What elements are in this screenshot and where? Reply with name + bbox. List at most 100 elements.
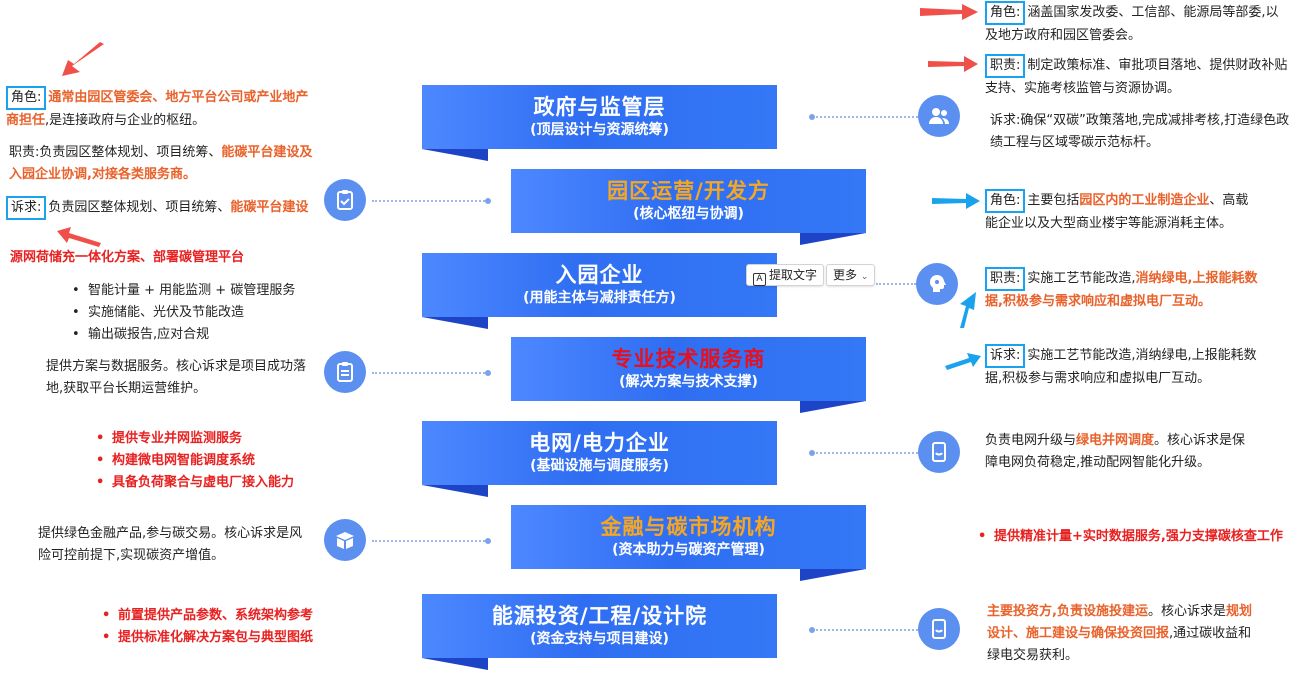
gov-duty: 职责:制定政策标准、审批项目落地、提供财政补贴支持、实施考核监管与资源协调。: [985, 54, 1290, 100]
grid-text-2: 。核心诉求是保障电网负荷稳定,推动配网智能化升级。: [985, 433, 1246, 470]
band-fold: [422, 317, 488, 329]
park-appeal: 诉求:负责园区整体规划、项目统筹、能碳平台建设: [6, 196, 318, 220]
connector-dot: [809, 627, 815, 633]
band-subtitle: (核心枢纽与协调): [633, 206, 744, 222]
duty-highlight: 能碳平台建设及入园企业协调,对接各类服务商。: [9, 145, 313, 182]
lightbulb-head-icon: [916, 263, 958, 305]
connector-line: [372, 372, 488, 374]
connector-dot: [809, 114, 815, 120]
band-subtitle: (基础设施与调度服务): [530, 458, 669, 474]
ent-duty: 职责:实施工艺节能改造,消纳绿电,上报能耗数据,积极参与需求响应和虚拟电厂互动。: [985, 267, 1260, 313]
connector-dot: [485, 538, 491, 544]
enterprise-service-list: 智能计量 + 用能监测 + 碳管理服务 实施储能、光伏及节能改造 输出碳报告,应…: [68, 280, 348, 346]
grid-text: 负责电网升级与绿电并网调度。核心诉求是保障电网负荷稳定,推动配网智能化升级。: [985, 430, 1255, 474]
investment-text-2: ,通过碳收益和绿电交易获利。: [987, 626, 1252, 663]
band-park-operator: 园区运营/开发方 (核心枢纽与协调): [511, 169, 866, 233]
connector-dot: [809, 450, 815, 456]
connector-line: [812, 116, 918, 118]
ent-appeal: 诉求:实施工艺节能改造,消纳绿电,上报能耗数据,积极参与需求响应和虚拟电厂互动。: [985, 344, 1260, 390]
band-subtitle: (顶层设计与资源统筹): [530, 122, 669, 138]
role-text: 主要包括: [1027, 193, 1080, 208]
tablet-icon: [918, 608, 960, 650]
band-subtitle: (资本助力与碳资产管理): [612, 542, 765, 558]
appeal-tag: 诉求:: [985, 344, 1026, 368]
connector-line: [372, 200, 488, 202]
red-arrow-icon: [57, 227, 101, 247]
duty-tag: 职责:: [985, 267, 1026, 291]
band-government: 政府与监管层 (顶层设计与资源统筹): [422, 85, 777, 149]
list-item: 实施储能、光伏及节能改造: [68, 302, 348, 324]
finance-right-list: 提供精准计量+实时数据服务,强力支撑碳核查工作: [974, 526, 1299, 548]
band-title: 金融与碳市场机构: [600, 515, 777, 539]
duty-label: 职责:: [9, 145, 40, 160]
clipboard-check-icon: [324, 179, 366, 221]
list-item: 具备负荷聚合与虚电厂接入能力: [92, 472, 332, 494]
more-label: 更多: [833, 268, 858, 282]
duty-text: 制定政策标准、审批项目落地、提供财政补贴支持、实施考核监管与资源协调。: [985, 58, 1288, 96]
role-tag: 角色:: [6, 86, 47, 110]
investment-list: 前置提供产品参数、系统架构参考 提供标准化解决方案包与典型图纸: [98, 605, 358, 649]
list-item: 构建微电网智能调度系统: [92, 450, 332, 472]
more-dropdown[interactable]: 更多 ⌄: [826, 264, 876, 286]
band-title: 政府与监管层: [533, 95, 666, 119]
duty-highlight: 消纳绿电,上报能耗数据,积极参与需求响应和虚拟电厂互动。: [985, 271, 1258, 309]
text-scan-icon: A: [753, 273, 766, 286]
red-arrow-icon: [62, 42, 104, 76]
band-fold: [800, 569, 866, 581]
list-item: 智能计量 + 用能监测 + 碳管理服务: [68, 280, 348, 302]
duty-text: 负责园区整体规划、项目统筹、: [39, 145, 222, 160]
finance-text: 提供绿色金融产品,参与碳交易。核心诉求是风险可控前提下,实现碳资产增值。: [38, 526, 303, 563]
connector-dot: [485, 370, 491, 376]
band-title: 园区运营/开发方: [607, 179, 770, 203]
band-subtitle: (解决方案与技术支撑): [619, 374, 758, 390]
band-subtitle: (资金支持与项目建设): [530, 631, 669, 647]
band-fold: [422, 149, 488, 161]
tablet-icon: [918, 431, 960, 473]
connector-line: [876, 283, 916, 285]
connector-dot: [485, 198, 491, 204]
band-title: 入园企业: [555, 263, 644, 287]
park-role: 角色:通常由园区管委会、地方平台公司或产业地产商担任,是连接政府与企业的枢纽。: [6, 86, 318, 132]
band-tech-provider: 专业技术服务商 (解决方案与技术支撑): [511, 337, 866, 401]
band-title: 电网/电力企业: [529, 431, 670, 455]
tech-provider-text: 提供方案与数据服务。核心诉求是项目成功落地,获取平台长期运营维护。: [46, 359, 307, 396]
band-fold: [800, 401, 866, 413]
gov-role: 角色:涵盖国家发改委、工信部、能源局等部委,以及地方政府和园区管委会。: [985, 1, 1290, 47]
blue-arrow-icon: [932, 193, 980, 209]
list-item: 前置提供产品参数、系统架构参考: [98, 605, 358, 627]
connector-line: [812, 629, 918, 631]
box-icon: [324, 519, 366, 561]
band-title: 专业技术服务商: [611, 347, 766, 371]
band-fold: [422, 485, 488, 497]
appeal-text: 负责园区整体规划、项目统筹、: [48, 200, 231, 215]
role-highlight: 通常由园区管委会、地方平台公司或产业地产商担任: [6, 90, 309, 128]
ent-role: 角色:主要包括园区内的工业制造企业、高载能企业以及大型商业楼宇等能源消耗主体。: [985, 189, 1260, 235]
role-highlight: 园区内的工业制造企业: [1079, 193, 1210, 208]
red-arrow-icon: [920, 4, 978, 20]
role-text: 涵盖国家发改委、工信部、能源局等部委,以及地方政府和园区管委会。: [985, 5, 1279, 43]
extract-text-label: 提取文字: [769, 268, 818, 282]
band-fold: [422, 658, 488, 670]
connector-line: [812, 452, 918, 454]
blue-arrow-icon: [945, 353, 981, 370]
connector-line: [372, 540, 488, 542]
band-investment: 能源投资/工程/设计院 (资金支持与项目建设): [422, 594, 777, 658]
chevron-down-icon: ⌄: [860, 272, 869, 282]
appeal-text: 确保“双碳”政策落地,完成减排考核,打造绿色政绩工程与区域零碳示范标杆。: [990, 113, 1290, 150]
appeal-label: 诉求:: [990, 113, 1021, 128]
grid-text-1: 负责电网升级与: [985, 433, 1077, 448]
band-enterprises: 入园企业 (用能主体与减排责任方): [422, 253, 777, 317]
park-duty: 职责:负责园区整体规划、项目统筹、能碳平台建设及入园企业协调,对接各类服务商。: [9, 142, 321, 186]
band-subtitle: (用能主体与减排责任方): [523, 290, 676, 306]
clipboard-list-icon: [324, 351, 366, 393]
band-finance: 金融与碳市场机构 (资本助力与碳资产管理): [511, 505, 866, 569]
duty-tag: 职责:: [985, 54, 1026, 78]
band-fold: [800, 233, 866, 245]
appeal-tag: 诉求:: [6, 196, 47, 220]
appeal-highlight: 能碳平台建设: [230, 200, 309, 215]
investment-highlight-1: 主要投资方,负责设施投建运: [987, 604, 1148, 619]
band-title: 能源投资/工程/设计院: [491, 604, 708, 628]
investment-text: 主要投资方,负责设施投建运。核心诉求是规划设计、施工建设与确保投资回报,通过碳收…: [987, 601, 1257, 667]
